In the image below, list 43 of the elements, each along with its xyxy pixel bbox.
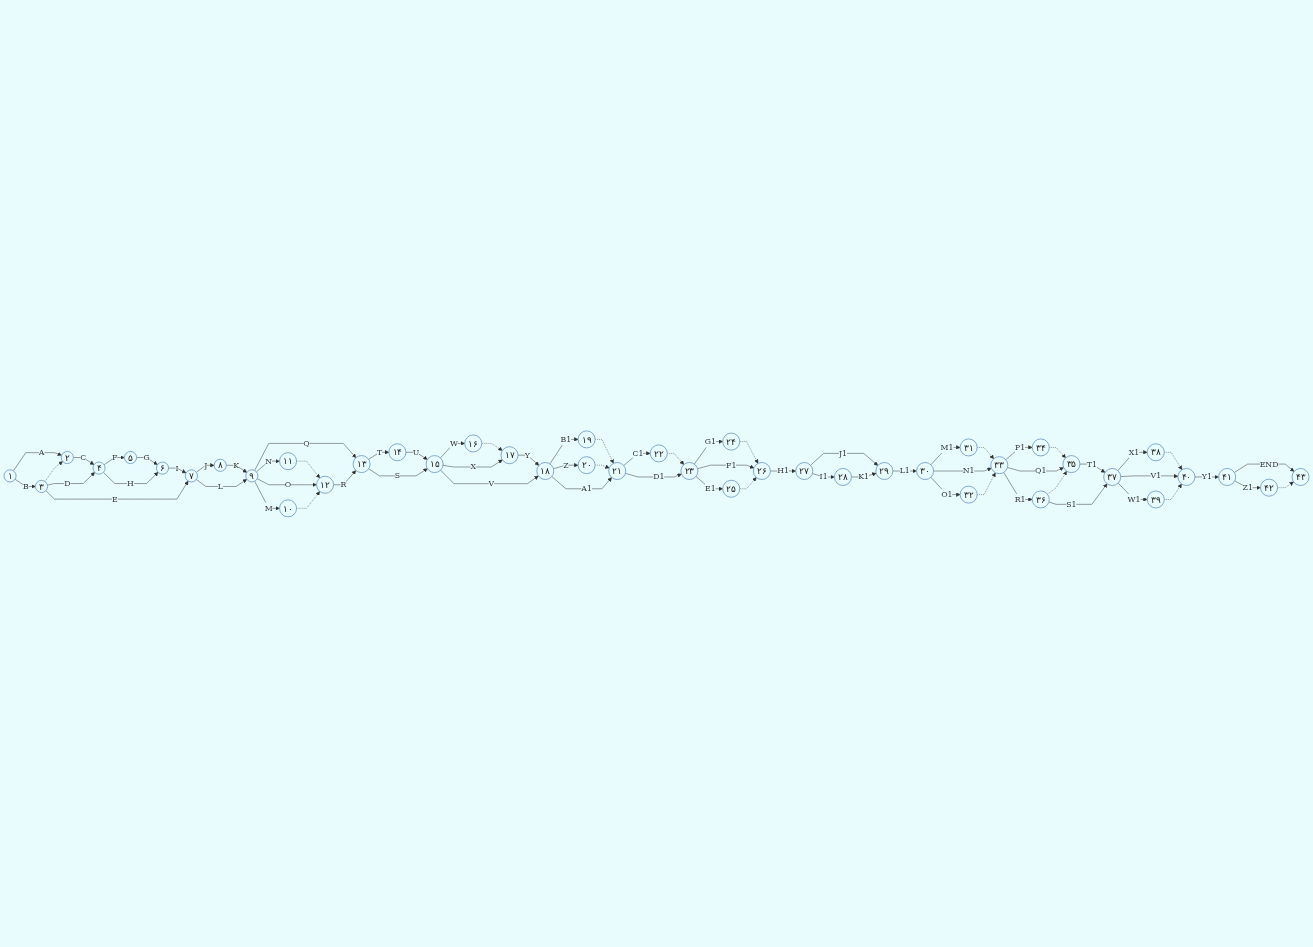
node-circle: ۱۶ [464, 434, 483, 452]
node-circle: ۲ [60, 450, 74, 464]
node-circle: ۳۶ [1031, 490, 1050, 508]
node-circle: ۲۸ [834, 467, 852, 486]
node-circle: ۲۱ [608, 461, 627, 480]
node-circle: ۶ [156, 461, 169, 475]
node-circle: ۷ [184, 469, 198, 482]
node-circle: ۳ [35, 479, 48, 493]
node-circle: ۱ [3, 469, 17, 482]
node-circle: ۱۹ [577, 430, 596, 448]
node-circle: ۳۰ [916, 461, 934, 480]
node-circle: ۱۰ [279, 499, 297, 517]
node-circle: ۳۷ [1103, 467, 1122, 486]
node-circle: ۲۷ [795, 461, 814, 480]
node-circle: ۲۲ [649, 444, 668, 462]
node-circle: ۲۰ [577, 455, 596, 474]
node-circle: ۴۲ [1260, 478, 1278, 497]
node-circle: ۱۳ [352, 454, 371, 473]
node-circle: ۱۵ [425, 454, 444, 473]
node-circle: ۳۴ [1031, 438, 1050, 456]
node-circle: ۱۷ [500, 445, 519, 464]
node-circle: ۳۵ [1062, 454, 1081, 473]
node-circle: ۸ [213, 458, 227, 472]
node-circle: ۴۳ [1291, 467, 1310, 486]
node-circle: ۳۱ [959, 438, 978, 456]
node-circle: ۲۴ [722, 432, 741, 451]
node-circle: ۱۲ [316, 475, 334, 494]
node-circle: ۲۹ [875, 461, 894, 480]
node-circle: ۳۲ [959, 485, 978, 504]
node-circle: ۳۹ [1146, 490, 1165, 508]
node-circle: ۲۵ [722, 479, 741, 498]
node-circle: ۲۳ [680, 461, 699, 480]
node-circle: ۲۶ [753, 461, 771, 480]
node-circle: ۴ [92, 461, 106, 475]
node-circle: ۵ [124, 450, 137, 464]
node-circle: ۴۱ [1218, 467, 1237, 486]
node-circle: ۴۰ [1177, 467, 1196, 486]
node-circle: ۱۴ [388, 443, 407, 461]
node-circle: ۳۸ [1146, 443, 1165, 461]
node-circle: ۹ [245, 469, 259, 482]
node-circle: ۱۱ [279, 451, 297, 470]
node-circle: ۱۸ [536, 461, 555, 480]
node-circle: ۳۳ [990, 455, 1009, 474]
